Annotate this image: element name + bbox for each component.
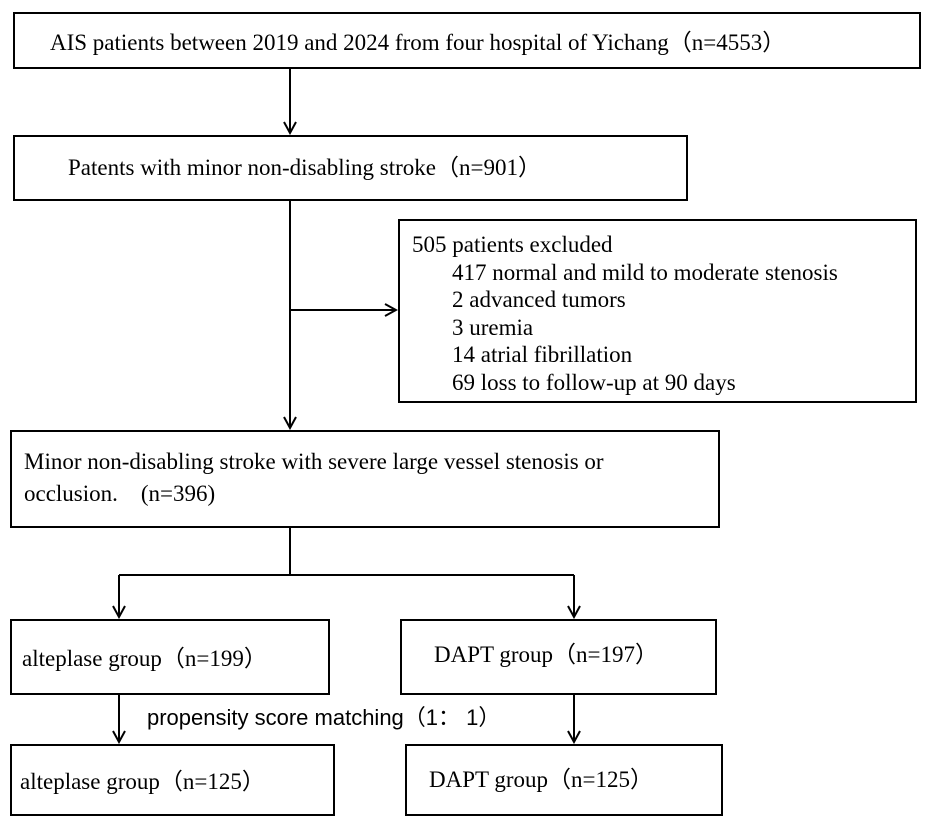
excluded-item: 417 normal and mild to moderate stenosis [452,259,838,285]
propensity-score-label: propensity score matching（1： 1） [147,704,500,732]
excluded-box: 505 patients excluded 417 normal and mil… [398,219,917,403]
alteplase-group-text: alteplase group（n=199） [22,646,267,671]
severe-stenosis-box: Minor non-disabling stroke with severe l… [10,430,720,528]
ais-patients-box: AIS patients between 2019 and 2024 from … [13,12,921,69]
excluded-item: 2 advanced tumors [452,287,626,312]
excluded-item: 14 atrial fibrillation [452,342,633,367]
excluded-title: 505 patients excluded [412,232,613,257]
propensity-score-text: propensity score matching（1： 1） [147,705,501,730]
dapt-group-text: DAPT group（n=197） [434,642,659,667]
minor-stroke-box: Patents with minor non-disabling stroke（… [13,135,688,201]
minor-stroke-text: Patents with minor non-disabling stroke（… [68,155,541,180]
excluded-item: 69 loss to follow-up at 90 days [452,369,736,395]
dapt-group-box: DAPT group（n=197） [400,619,717,695]
dapt-matched-text: DAPT group（n=125） [429,767,654,792]
severe-stenosis-line-2: occlusion. (n=396) [24,481,216,506]
excluded-item: 3 uremia [452,314,534,340]
ais-patients-text: AIS patients between 2019 and 2024 from … [50,30,786,55]
dapt-matched-box: DAPT group（n=125） [405,744,723,816]
alteplase-matched-box: alteplase group（n=125） [10,744,335,816]
severe-stenosis-line-1: Minor non-disabling stroke with severe l… [24,449,604,474]
alteplase-group-box: alteplase group（n=199） [10,619,330,695]
alteplase-matched-text: alteplase group（n=125） [20,769,265,794]
